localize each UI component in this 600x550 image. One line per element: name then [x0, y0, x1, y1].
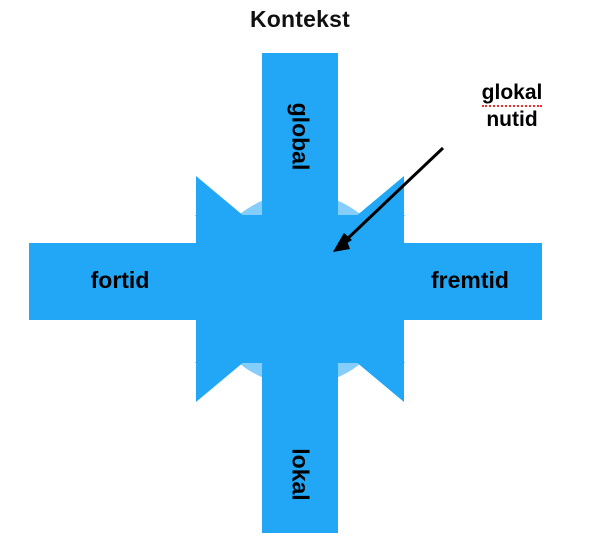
annotation-line-1: glokal [481, 81, 543, 107]
arrow-left [29, 176, 331, 402]
page-title: Kontekst [249, 6, 350, 32]
annotation-line-2: nutid [486, 107, 538, 131]
arrow-group [29, 53, 542, 533]
arrow-label-fremtid: fremtid [431, 267, 509, 293]
arrow-label-fortid: fortid [90, 267, 150, 293]
annotation-label: glokal nutid [452, 80, 572, 134]
arrow-right [269, 176, 542, 402]
arrow-label-lokal: lokal [287, 448, 314, 501]
arrow-label-global: global [287, 102, 314, 171]
annotation-arrow [333, 146, 445, 252]
